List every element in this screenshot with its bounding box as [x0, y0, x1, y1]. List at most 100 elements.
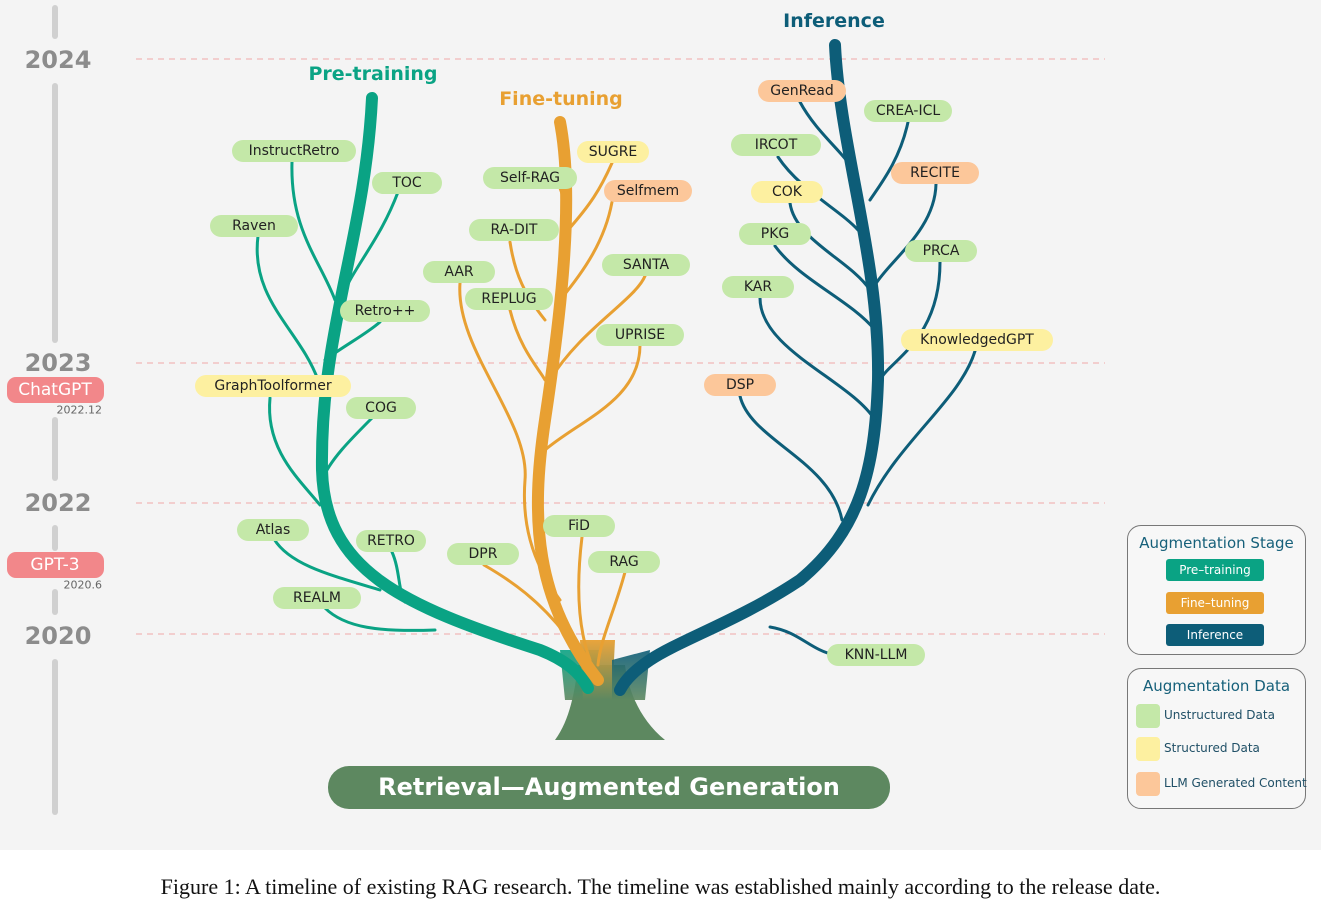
node-selfrag: Self-RAG — [483, 167, 577, 189]
node-graphtoolformer-pill — [195, 375, 351, 397]
node-kar: KAR — [722, 276, 794, 298]
node-selfrag-label: Self-RAG — [500, 170, 560, 186]
node-knnllm-pill — [827, 644, 925, 666]
node-rag-pill — [588, 551, 660, 573]
year-label-2022: 2022 — [25, 489, 92, 517]
node-raven: Raven — [210, 215, 298, 237]
node-toc-label: TOC — [391, 175, 422, 191]
node-cok-label: COK — [772, 184, 803, 200]
node-genread-label: GenRead — [770, 83, 834, 99]
node-pkg: PKG — [739, 223, 811, 245]
node-recite-pill — [891, 162, 979, 184]
node-ircot-label: IRCOT — [755, 137, 798, 153]
node-atlas-pill — [237, 519, 309, 541]
milestone-chatgpt-date: 2022.12 — [57, 404, 103, 417]
stage-title-pretraining: Pre-training — [308, 63, 437, 85]
node-santa: SANTA — [602, 254, 690, 276]
node-retropp: Retro++ — [340, 300, 430, 322]
node-graphtoolformer-label: GraphToolformer — [214, 378, 331, 394]
node-realm-pill — [273, 587, 361, 609]
legend-stage-finetuning: Fine–tuning — [1166, 592, 1264, 614]
node-recite: RECITE — [891, 162, 979, 184]
node-ircot: IRCOT — [731, 134, 821, 156]
node-radit-label: RA-DIT — [491, 222, 538, 238]
legend-stage-pretraining: Pre–training — [1166, 559, 1264, 581]
legend-stage-title: Augmentation Stage — [1139, 534, 1294, 552]
node-uprise: UPRISE — [596, 324, 684, 346]
node-cog-pill — [346, 397, 416, 419]
node-knowledgedgpt: KnowledgedGPT — [901, 329, 1053, 351]
node-retropp-pill — [340, 300, 430, 322]
node-dsp-label: DSP — [726, 377, 754, 393]
legend-data-structured-label: Structured Data — [1164, 741, 1260, 755]
node-realm-label: REALM — [293, 590, 341, 606]
stage-title-finetuning: Fine-tuning — [499, 88, 623, 110]
node-ircot-pill — [731, 134, 821, 156]
node-knowledgedgpt-label: KnowledgedGPT — [920, 332, 1034, 348]
node-radit: RA-DIT — [469, 219, 559, 241]
node-dpr: DPR — [447, 543, 519, 565]
node-radit-pill — [469, 219, 559, 241]
inference-main-branch — [614, 39, 885, 696]
node-uprise-pill — [596, 324, 684, 346]
node-replug-pill — [465, 288, 553, 310]
node-genread: GenRead — [758, 80, 846, 102]
node-prca-label: PRCA — [923, 243, 960, 259]
node-cok-pill — [751, 181, 823, 203]
unstructured-swatch — [1136, 704, 1160, 728]
root-node: Retrieval—Augmented Generation — [328, 766, 890, 809]
node-sugre-label: SUGRE — [589, 144, 638, 160]
legend-augmentation-stage: Augmentation Stage Pre–training Fine–tun… — [1127, 525, 1306, 655]
year-label-2020: 2020 — [25, 622, 92, 650]
node-pkg-label: PKG — [761, 226, 789, 242]
node-instructretro-label: InstructRetro — [249, 143, 340, 159]
node-knowledgedgpt-pill — [901, 329, 1053, 351]
rag-timeline-tree: 2024 2023 2022 2020 ChatGPT 2022.12 GPT-… — [7, 5, 1105, 815]
stage-title-inference: Inference — [783, 10, 885, 32]
node-realm: REALM — [273, 587, 361, 609]
node-prca-pill — [905, 240, 977, 262]
finetuning-branches — [458, 116, 647, 686]
node-kar-pill — [722, 276, 794, 298]
pretraining-branches — [255, 92, 594, 694]
structured-swatch — [1136, 737, 1160, 761]
node-dsp: DSP — [704, 374, 776, 396]
node-sugre: SUGRE — [577, 141, 649, 163]
legend-data-unstructured-label: Unstructured Data — [1164, 708, 1275, 722]
node-fid: FiD — [543, 515, 615, 537]
root-label: Retrieval—Augmented Generation — [378, 773, 840, 801]
node-santa-label: SANTA — [623, 257, 670, 273]
node-aar-label: AAR — [444, 264, 474, 280]
finetuning-main-branch — [531, 116, 604, 686]
milestone-chatgpt: ChatGPT 2022.12 — [7, 377, 104, 417]
node-instructretro: InstructRetro — [232, 140, 356, 162]
node-selfmem-label: Selfmem — [617, 183, 679, 199]
node-uprise-label: UPRISE — [615, 327, 665, 343]
node-dpr-pill — [447, 543, 519, 565]
year-label-2024: 2024 — [25, 46, 92, 74]
legend-data-title: Augmentation Data — [1142, 677, 1291, 695]
node-retropp-label: Retro++ — [355, 303, 416, 319]
milestone-chatgpt-label: ChatGPT — [18, 380, 92, 400]
node-raven-label: Raven — [232, 218, 276, 234]
pretraining-main-branch — [315, 92, 594, 694]
node-cog-label: COG — [365, 400, 397, 416]
node-selfmem: Selfmem — [604, 180, 692, 202]
node-toc: TOC — [372, 172, 442, 194]
node-kar-label: KAR — [744, 279, 773, 295]
milestone-gpt3-date: 2020.6 — [64, 579, 103, 592]
year-gridlines — [136, 58, 1105, 635]
legend-stage-inference: Inference — [1166, 624, 1264, 646]
node-rag-label: RAG — [609, 554, 638, 570]
node-santa-pill — [602, 254, 690, 276]
node-creaicl-pill — [864, 100, 952, 122]
node-fid-pill — [543, 515, 615, 537]
node-genread-pill — [758, 80, 846, 102]
node-graphtoolformer: GraphToolformer — [195, 375, 351, 397]
node-pkg-pill — [739, 223, 811, 245]
node-cog: COG — [346, 397, 416, 419]
node-creaicl-label: CREA-ICL — [876, 103, 941, 119]
node-atlas: Atlas — [237, 519, 309, 541]
node-rag: RAG — [588, 551, 660, 573]
